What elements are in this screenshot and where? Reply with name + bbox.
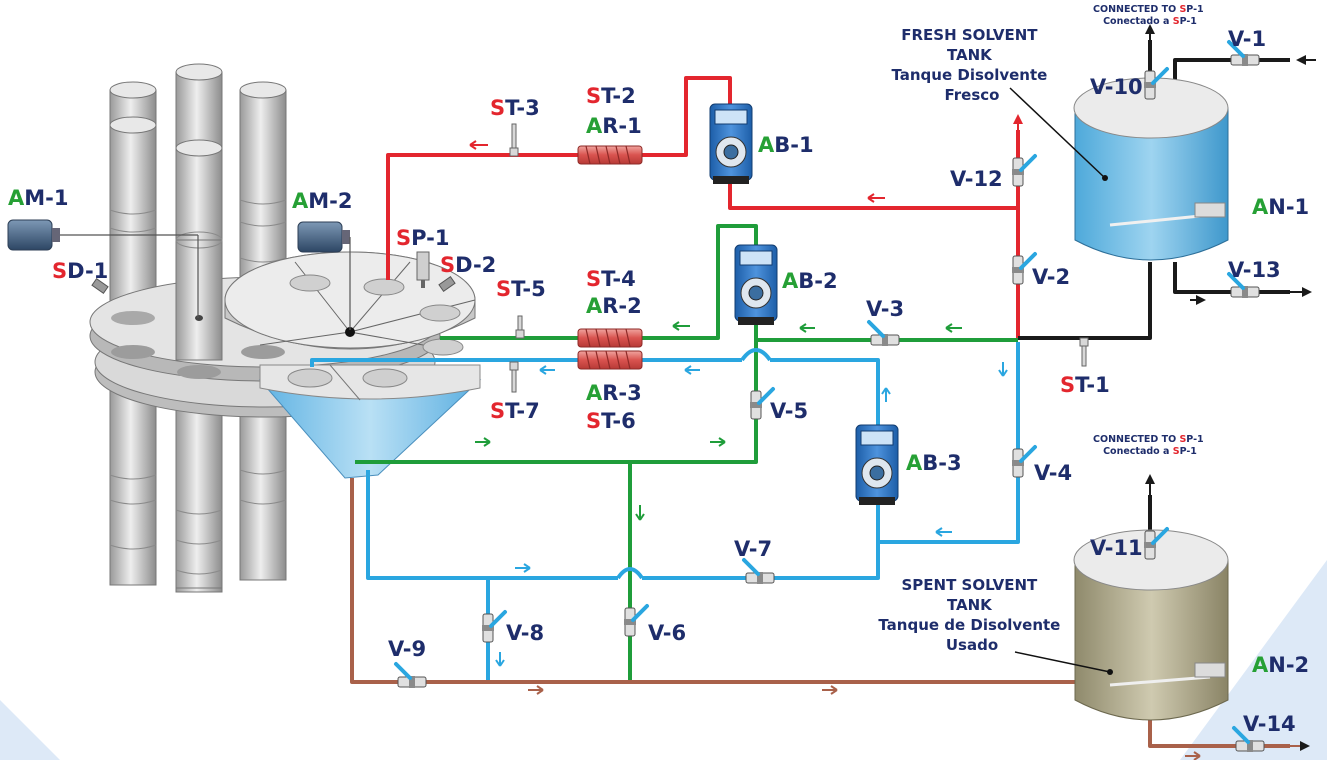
label-ar3: AR-3: [586, 381, 642, 405]
background-accent-shape: [1180, 560, 1327, 760]
pipe-blue: [310, 342, 1020, 682]
label-st4: ST-4: [586, 267, 636, 291]
valve-v2[interactable]: [1012, 252, 1037, 285]
valve-label-v12: V-12: [950, 167, 1003, 191]
pipe-red: [386, 76, 1020, 338]
label-ar1: AR-1: [586, 114, 642, 138]
valve-label-v2: V-2: [1032, 265, 1070, 289]
label-sd1: SD-1: [52, 259, 108, 283]
valve-label-v14: V-14: [1243, 712, 1296, 736]
spent-tank-leader: [1014, 651, 1111, 673]
connected-note-bottom: CONNECTED TO SP-1 Conectado a SP-1: [1093, 434, 1207, 457]
spent-tank-title: SPENT SOLVENT TANK Tanque de Disolvente …: [878, 576, 1065, 654]
heat-exchanger-ar1: [577, 145, 643, 165]
label-ar2: AR-2: [586, 294, 642, 318]
valve-v11[interactable]: [1144, 527, 1169, 560]
carousel-disk: [224, 251, 476, 356]
label-ab3: AB-3: [906, 451, 962, 475]
label-sp1: SP-1: [396, 226, 449, 250]
valve-v8[interactable]: [482, 610, 507, 643]
label-st2: ST-2: [586, 84, 636, 108]
labels-layer: V-1V-2V-3V-4 V-5V-6 V-7V-8V-9 V-10V-11 V-12V…: [8, 27, 1309, 736]
sensor-sd2: [438, 276, 456, 292]
valve-label-v3: V-3: [866, 297, 904, 321]
label-am1: AM-1: [8, 186, 69, 210]
valve-label-v10: V-10: [1090, 75, 1143, 99]
temp-probes: [509, 123, 1089, 393]
valve-v7[interactable]: [742, 558, 775, 584]
valve-label-v11: V-11: [1090, 536, 1143, 560]
spent-solvent-tank: [1073, 529, 1229, 721]
motor-am1: [7, 219, 199, 318]
label-ab1: AB-1: [758, 133, 814, 157]
valve-label-v7: V-7: [734, 537, 772, 561]
valves-layer: [394, 40, 1265, 752]
valve-v14[interactable]: [1232, 726, 1265, 752]
label-ab2: AB-2: [782, 269, 838, 293]
label-st5: ST-5: [496, 277, 546, 301]
sensor-sd1: [91, 278, 109, 294]
valve-label-v5: V-5: [770, 399, 808, 423]
valve-v1[interactable]: [1227, 40, 1260, 66]
label-st7: ST-7: [490, 399, 540, 423]
fresh-solvent-tank: [1073, 77, 1229, 261]
valve-v9[interactable]: [394, 662, 427, 688]
valve-label-v1: V-1: [1228, 27, 1266, 51]
label-st1: ST-1: [1060, 373, 1110, 397]
label-st6: ST-6: [586, 409, 636, 433]
pump-ab2: [734, 244, 778, 325]
flow-arrows: [469, 140, 1201, 760]
valve-label-v13: V-13: [1228, 258, 1281, 282]
connected-note-top: CONNECTED TO SP-1 Conectado a SP-1: [1093, 4, 1207, 27]
heat-exchanger-ar2: [577, 328, 643, 348]
valve-v6[interactable]: [624, 604, 649, 637]
label-st3: ST-3: [490, 96, 540, 120]
pressure-sensor-sp1: [416, 251, 430, 288]
pipe-green: [355, 224, 1018, 682]
valve-v4[interactable]: [1012, 445, 1037, 478]
label-sd2: SD-2: [440, 253, 496, 277]
label-am2: AM-2: [292, 189, 353, 213]
valve-v13[interactable]: [1227, 272, 1260, 298]
motor-am2: [297, 221, 351, 330]
label-an2: AN-2: [1252, 653, 1309, 677]
valve-v12[interactable]: [1012, 154, 1037, 187]
valve-v10[interactable]: [1144, 67, 1169, 100]
valve-v5[interactable]: [750, 387, 775, 420]
valve-label-v6: V-6: [648, 621, 686, 645]
pipe-crossover-blue: [740, 348, 772, 362]
valve-v3[interactable]: [867, 320, 900, 346]
fresh-tank-title: FRESH SOLVENT TANK Tanque Disolvente Fre…: [891, 26, 1052, 104]
heat-exchanger-ar3: [577, 350, 643, 370]
fresh-tank-leader: [1009, 87, 1106, 179]
label-an1: AN-1: [1252, 195, 1309, 219]
valve-label-v4: V-4: [1034, 461, 1072, 485]
valve-label-v8: V-8: [506, 621, 544, 645]
pipe-crossover-green: [616, 567, 644, 580]
valve-label-v9: V-9: [388, 637, 426, 661]
background-accent-left: [0, 700, 60, 760]
pump-ab3: [855, 424, 899, 505]
pump-ab1: [709, 103, 753, 184]
collector-cone: [258, 364, 482, 479]
